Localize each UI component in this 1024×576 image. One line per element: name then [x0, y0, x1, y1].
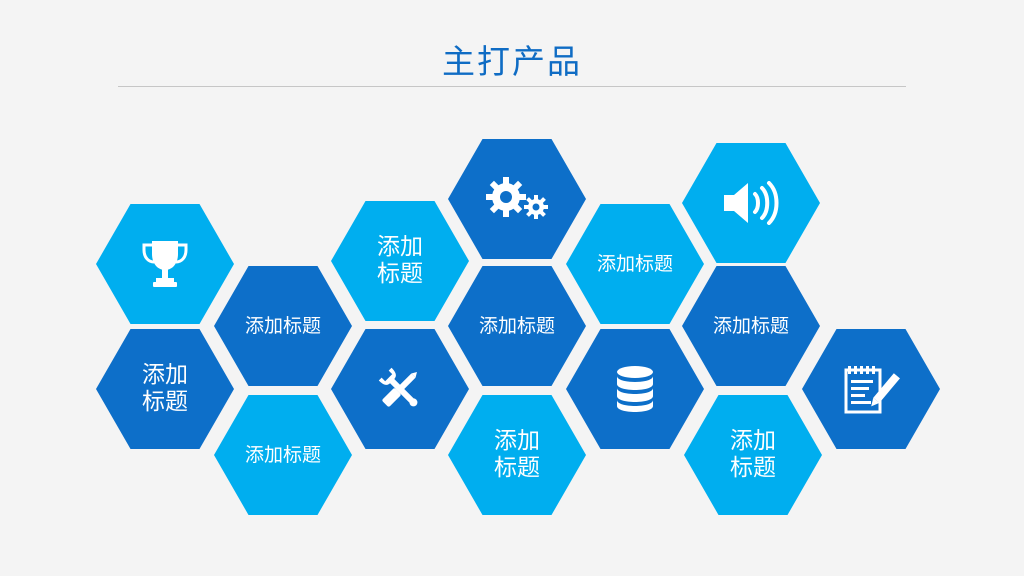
- speaker-icon: [724, 181, 779, 225]
- hex-center-upper[interactable]: 添加标题: [448, 266, 586, 386]
- hex-database[interactable]: [566, 329, 704, 449]
- trophy-icon: [142, 241, 188, 287]
- hex-trophy[interactable]: [96, 204, 234, 324]
- hex-label: 添加标题: [494, 428, 540, 481]
- hex-mid-top-right[interactable]: 添加标题: [566, 204, 704, 324]
- hex-speaker[interactable]: [682, 143, 820, 263]
- gears-icon: [486, 177, 548, 219]
- wrench-screwdriver-icon: [378, 367, 418, 407]
- notepad-pen-icon: [844, 366, 900, 414]
- hex-label: 添加标题: [142, 362, 188, 415]
- hex-left-mid[interactable]: 添加标题: [96, 329, 234, 449]
- hex-label: 添加标题: [377, 234, 423, 287]
- hex-gears[interactable]: [448, 139, 586, 259]
- hex-right-upper[interactable]: 添加标题: [682, 266, 820, 386]
- hex-label: 添加标题: [244, 444, 321, 466]
- hex-tools[interactable]: [331, 329, 469, 449]
- hex-second-row-left[interactable]: 添加标题: [214, 266, 352, 386]
- page-title: 主打产品: [442, 42, 582, 81]
- hex-bottom-right[interactable]: 添加标题: [684, 395, 822, 515]
- hex-bottom-left[interactable]: 添加标题: [214, 395, 352, 515]
- hex-label: 添加标题: [730, 428, 776, 481]
- hex-label: 添加标题: [712, 315, 789, 337]
- hex-top-center-left[interactable]: 添加标题: [331, 201, 469, 321]
- hex-label: 添加标题: [244, 315, 321, 337]
- title-divider: [118, 86, 906, 87]
- hex-bottom-center[interactable]: 添加标题: [448, 395, 586, 515]
- database-icon: [617, 366, 653, 412]
- hex-notes[interactable]: [802, 329, 940, 449]
- hex-label: 添加标题: [596, 253, 673, 275]
- hex-label: 添加标题: [478, 315, 555, 337]
